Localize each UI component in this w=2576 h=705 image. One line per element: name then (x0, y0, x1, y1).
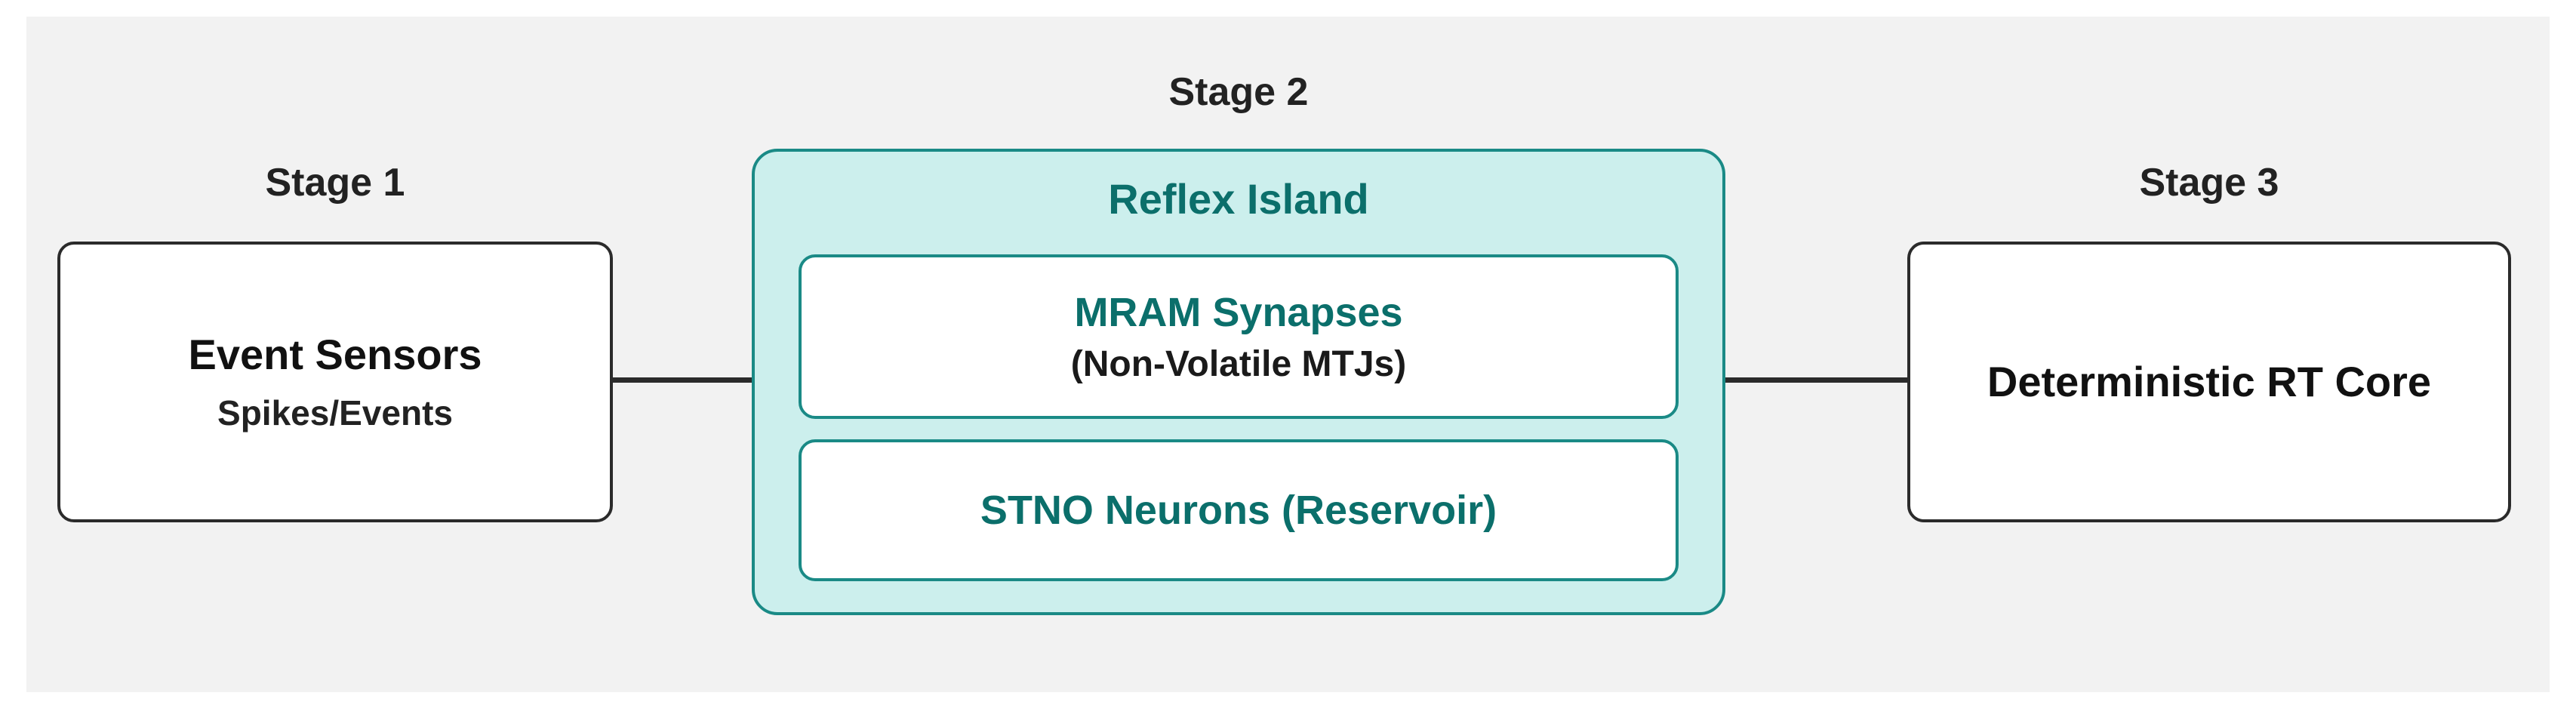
deterministic-rt-core-title: Deterministic RT Core (1987, 357, 2432, 405)
stage-1-label: Stage 1 (265, 161, 405, 205)
mram-synapses-box: MRAM Synapses (Non-Volatile MTJs) (799, 254, 1679, 419)
event-sensors-box: Event Sensors Spikes/Events (57, 242, 613, 522)
connector-stage1-stage2 (611, 377, 753, 383)
stno-neurons-title: STNO Neurons (Reservoir) (980, 488, 1497, 533)
event-sensors-title: Event Sensors (188, 330, 482, 378)
deterministic-rt-core-box: Deterministic RT Core (1907, 242, 2511, 522)
stno-neurons-box: STNO Neurons (Reservoir) (799, 439, 1679, 581)
mram-synapses-subtitle: (Non-Volatile MTJs) (1070, 343, 1407, 384)
reflex-island-container: Reflex Island MRAM Synapses (Non-Volatil… (752, 149, 1725, 615)
stage-2-label: Stage 2 (1168, 70, 1309, 114)
reflex-island-title: Reflex Island (1108, 175, 1369, 223)
stage-3-label: Stage 3 (2139, 161, 2279, 205)
mram-synapses-title: MRAM Synapses (1074, 289, 1403, 335)
connector-stage2-stage3 (1722, 377, 1909, 383)
event-sensors-subtitle: Spikes/Events (217, 393, 453, 433)
